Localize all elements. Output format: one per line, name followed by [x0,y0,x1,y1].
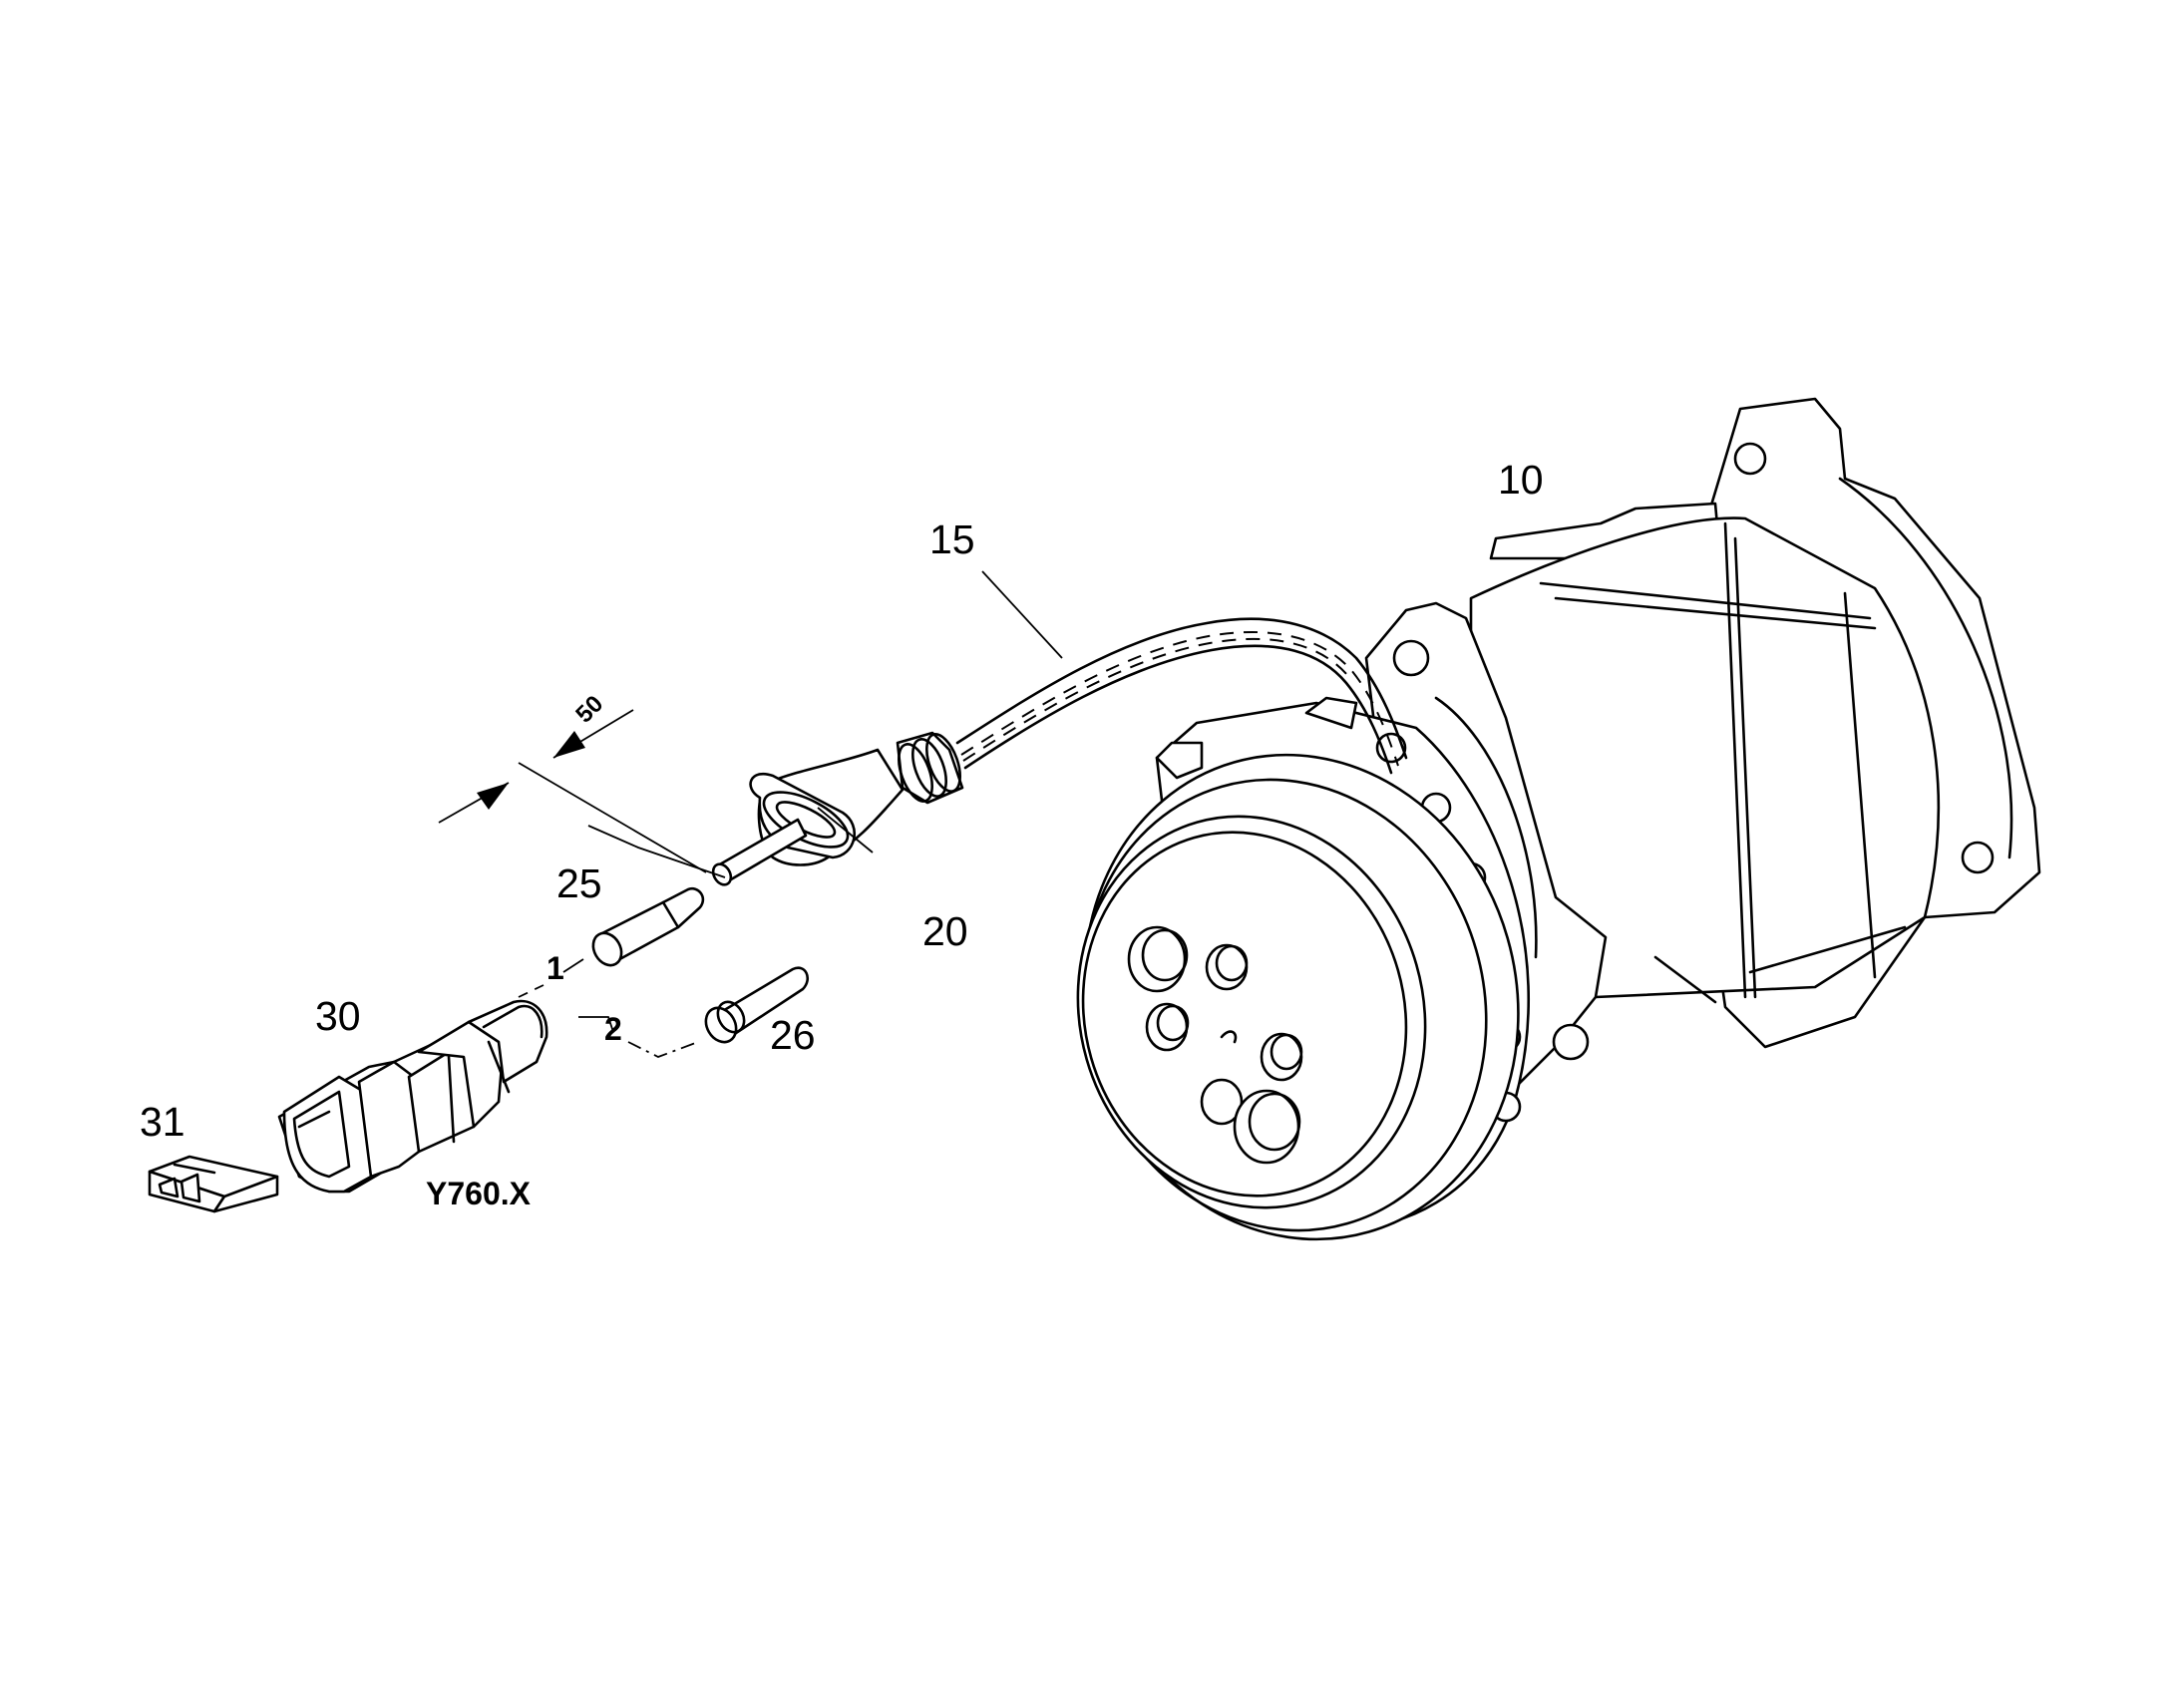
dimension-value: 50 [570,690,608,728]
label-26: 26 [770,1012,816,1058]
label-10: 10 [1498,457,1544,503]
part-labels: 10 15 20 25 26 30 31 1 2 Y760.X [140,457,1544,1211]
terminal-26 [704,966,809,1044]
compressor-assembly [1076,397,2041,1241]
wire-boot [587,731,964,886]
pin-label-1: 1 [546,950,564,986]
label-31: 31 [140,1099,185,1145]
pin-label-2: 2 [604,1011,622,1047]
terminal-25 [591,886,705,967]
wedge-lock-31 [148,1155,279,1213]
label-25: 25 [556,860,602,906]
connector-housing-30 [277,999,548,1194]
wire-harness [955,617,1408,775]
connector-code: Y760.X [426,1176,532,1211]
label-20: 20 [922,908,968,954]
leader-lines [518,570,1063,1058]
label-30: 30 [315,993,361,1039]
hub-bolts [1127,925,1303,1165]
dimension-50: 50 [438,690,707,873]
label-15: 15 [929,516,975,562]
